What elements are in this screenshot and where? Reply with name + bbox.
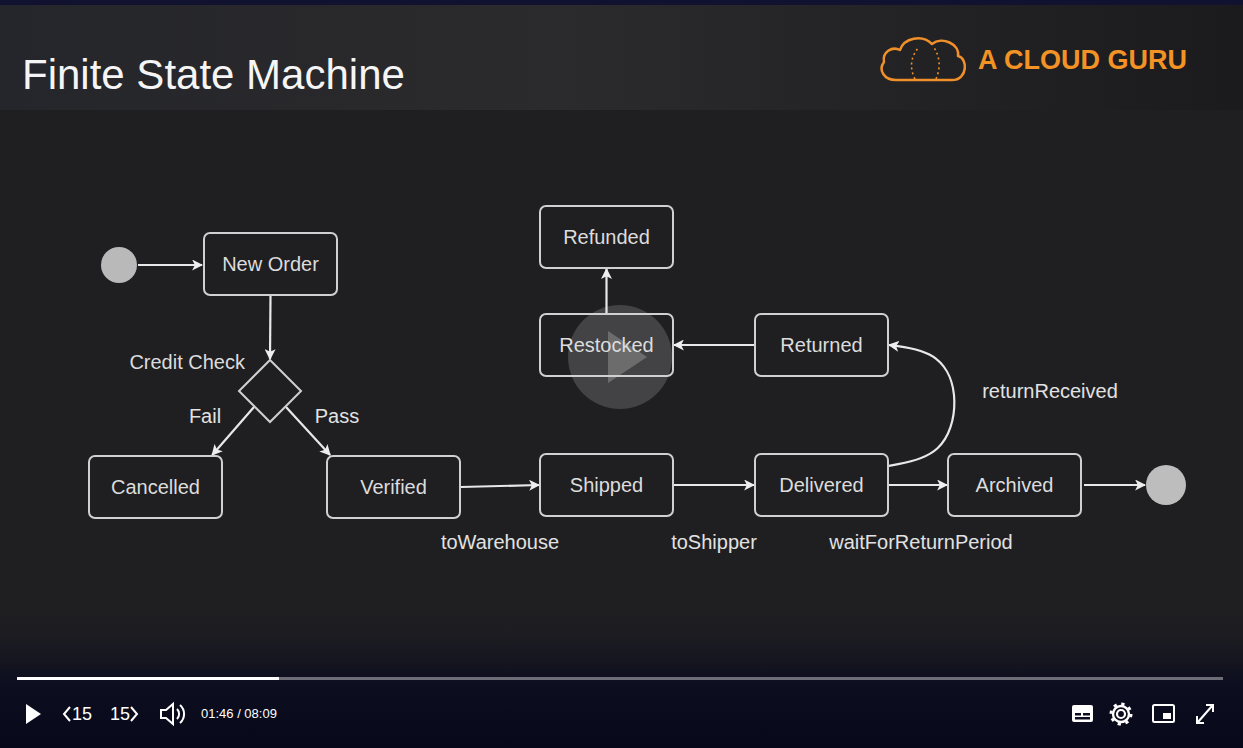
subtitles-line	[1083, 713, 1090, 716]
transition-arrow	[461, 485, 539, 487]
state-box: Shipped	[539, 453, 674, 517]
control-shade	[0, 600, 1243, 748]
diamond-shape	[239, 360, 301, 422]
decision-label: Credit Check	[129, 350, 245, 374]
decision-diamond: Credit Check	[238, 359, 302, 423]
progress-played	[17, 677, 279, 680]
rewind-seconds: 15	[72, 703, 92, 726]
state-box: Archived	[947, 453, 1082, 517]
transition-label: Pass	[312, 404, 362, 428]
state-box: Verified	[326, 455, 461, 519]
subtitles-icon	[1072, 705, 1093, 722]
pip-frame	[1153, 705, 1174, 722]
volume-icon	[161, 704, 184, 724]
header-band	[0, 0, 1243, 110]
state-box: Cancelled	[88, 455, 223, 519]
pip-window	[1163, 713, 1171, 719]
gear-hub	[1117, 710, 1125, 718]
state-label: Delivered	[779, 473, 863, 497]
play-button	[26, 704, 41, 724]
start-state	[101, 247, 137, 283]
final-transition	[1084, 484, 1145, 486]
playback-time: 01:46 / 08:09	[201, 706, 277, 722]
top-stripe	[0, 0, 1243, 5]
rewind-chevron	[64, 707, 70, 721]
state-label: Verified	[360, 475, 427, 499]
state-label: Restocked	[559, 333, 654, 357]
transition-label: returnReceived	[979, 379, 1121, 403]
settings-icon	[1111, 704, 1131, 724]
cloud-logo	[882, 38, 965, 80]
state-box: Returned	[754, 313, 889, 377]
transition-label: Fail	[186, 404, 224, 428]
cloud-detail	[912, 47, 919, 79]
gear-ring	[1113, 706, 1129, 722]
slide-title: Finite State Machine	[22, 48, 405, 102]
subtitles-line	[1075, 717, 1090, 720]
sound-wave	[180, 705, 184, 723]
fullscreen-corner	[1197, 716, 1204, 723]
sound-wave	[177, 709, 179, 719]
transition-arrow	[269, 296, 272, 359]
cloud-detail	[933, 46, 939, 79]
state-label: New Order	[222, 252, 319, 276]
forward-seconds: 15	[110, 703, 130, 726]
forward-chevron	[131, 707, 137, 721]
subtitles-line	[1075, 713, 1081, 716]
fullscreen-icon	[1197, 705, 1213, 723]
pip-icon	[1153, 705, 1174, 722]
initial-transition	[138, 264, 202, 266]
state-label: Archived	[976, 473, 1054, 497]
state-box: Delivered	[754, 453, 889, 517]
transition-arrow	[889, 345, 954, 466]
transition-arrow	[674, 484, 754, 486]
transition-arrow	[674, 344, 754, 346]
gear-teeth	[1111, 704, 1131, 724]
transition-arrow	[889, 484, 947, 486]
transition-label: toWarehouse	[438, 530, 562, 554]
fullscreen-corner	[1206, 705, 1213, 712]
transition-label: toShipper	[668, 530, 760, 554]
state-label: Shipped	[570, 473, 643, 497]
transition-arrow	[605, 269, 607, 313]
state-box: New Order	[203, 232, 338, 296]
state-label: Returned	[780, 333, 862, 357]
state-box: Refunded	[539, 205, 674, 269]
speaker	[161, 704, 173, 724]
state-label: Refunded	[563, 225, 650, 249]
fullscreen-diagonal	[1198, 706, 1212, 722]
diamond-outline	[238, 359, 302, 423]
transition-label: waitForReturnPeriod	[826, 530, 1015, 554]
state-label: Cancelled	[111, 475, 200, 499]
end-state	[1146, 465, 1186, 505]
brand-logo-text: A CLOUD GURU	[978, 43, 1187, 77]
progress-track	[17, 677, 1223, 680]
play-overlay	[568, 305, 672, 409]
state-box: Restocked	[539, 313, 674, 377]
subtitles-frame	[1072, 705, 1093, 722]
cloud-outline	[882, 38, 965, 80]
